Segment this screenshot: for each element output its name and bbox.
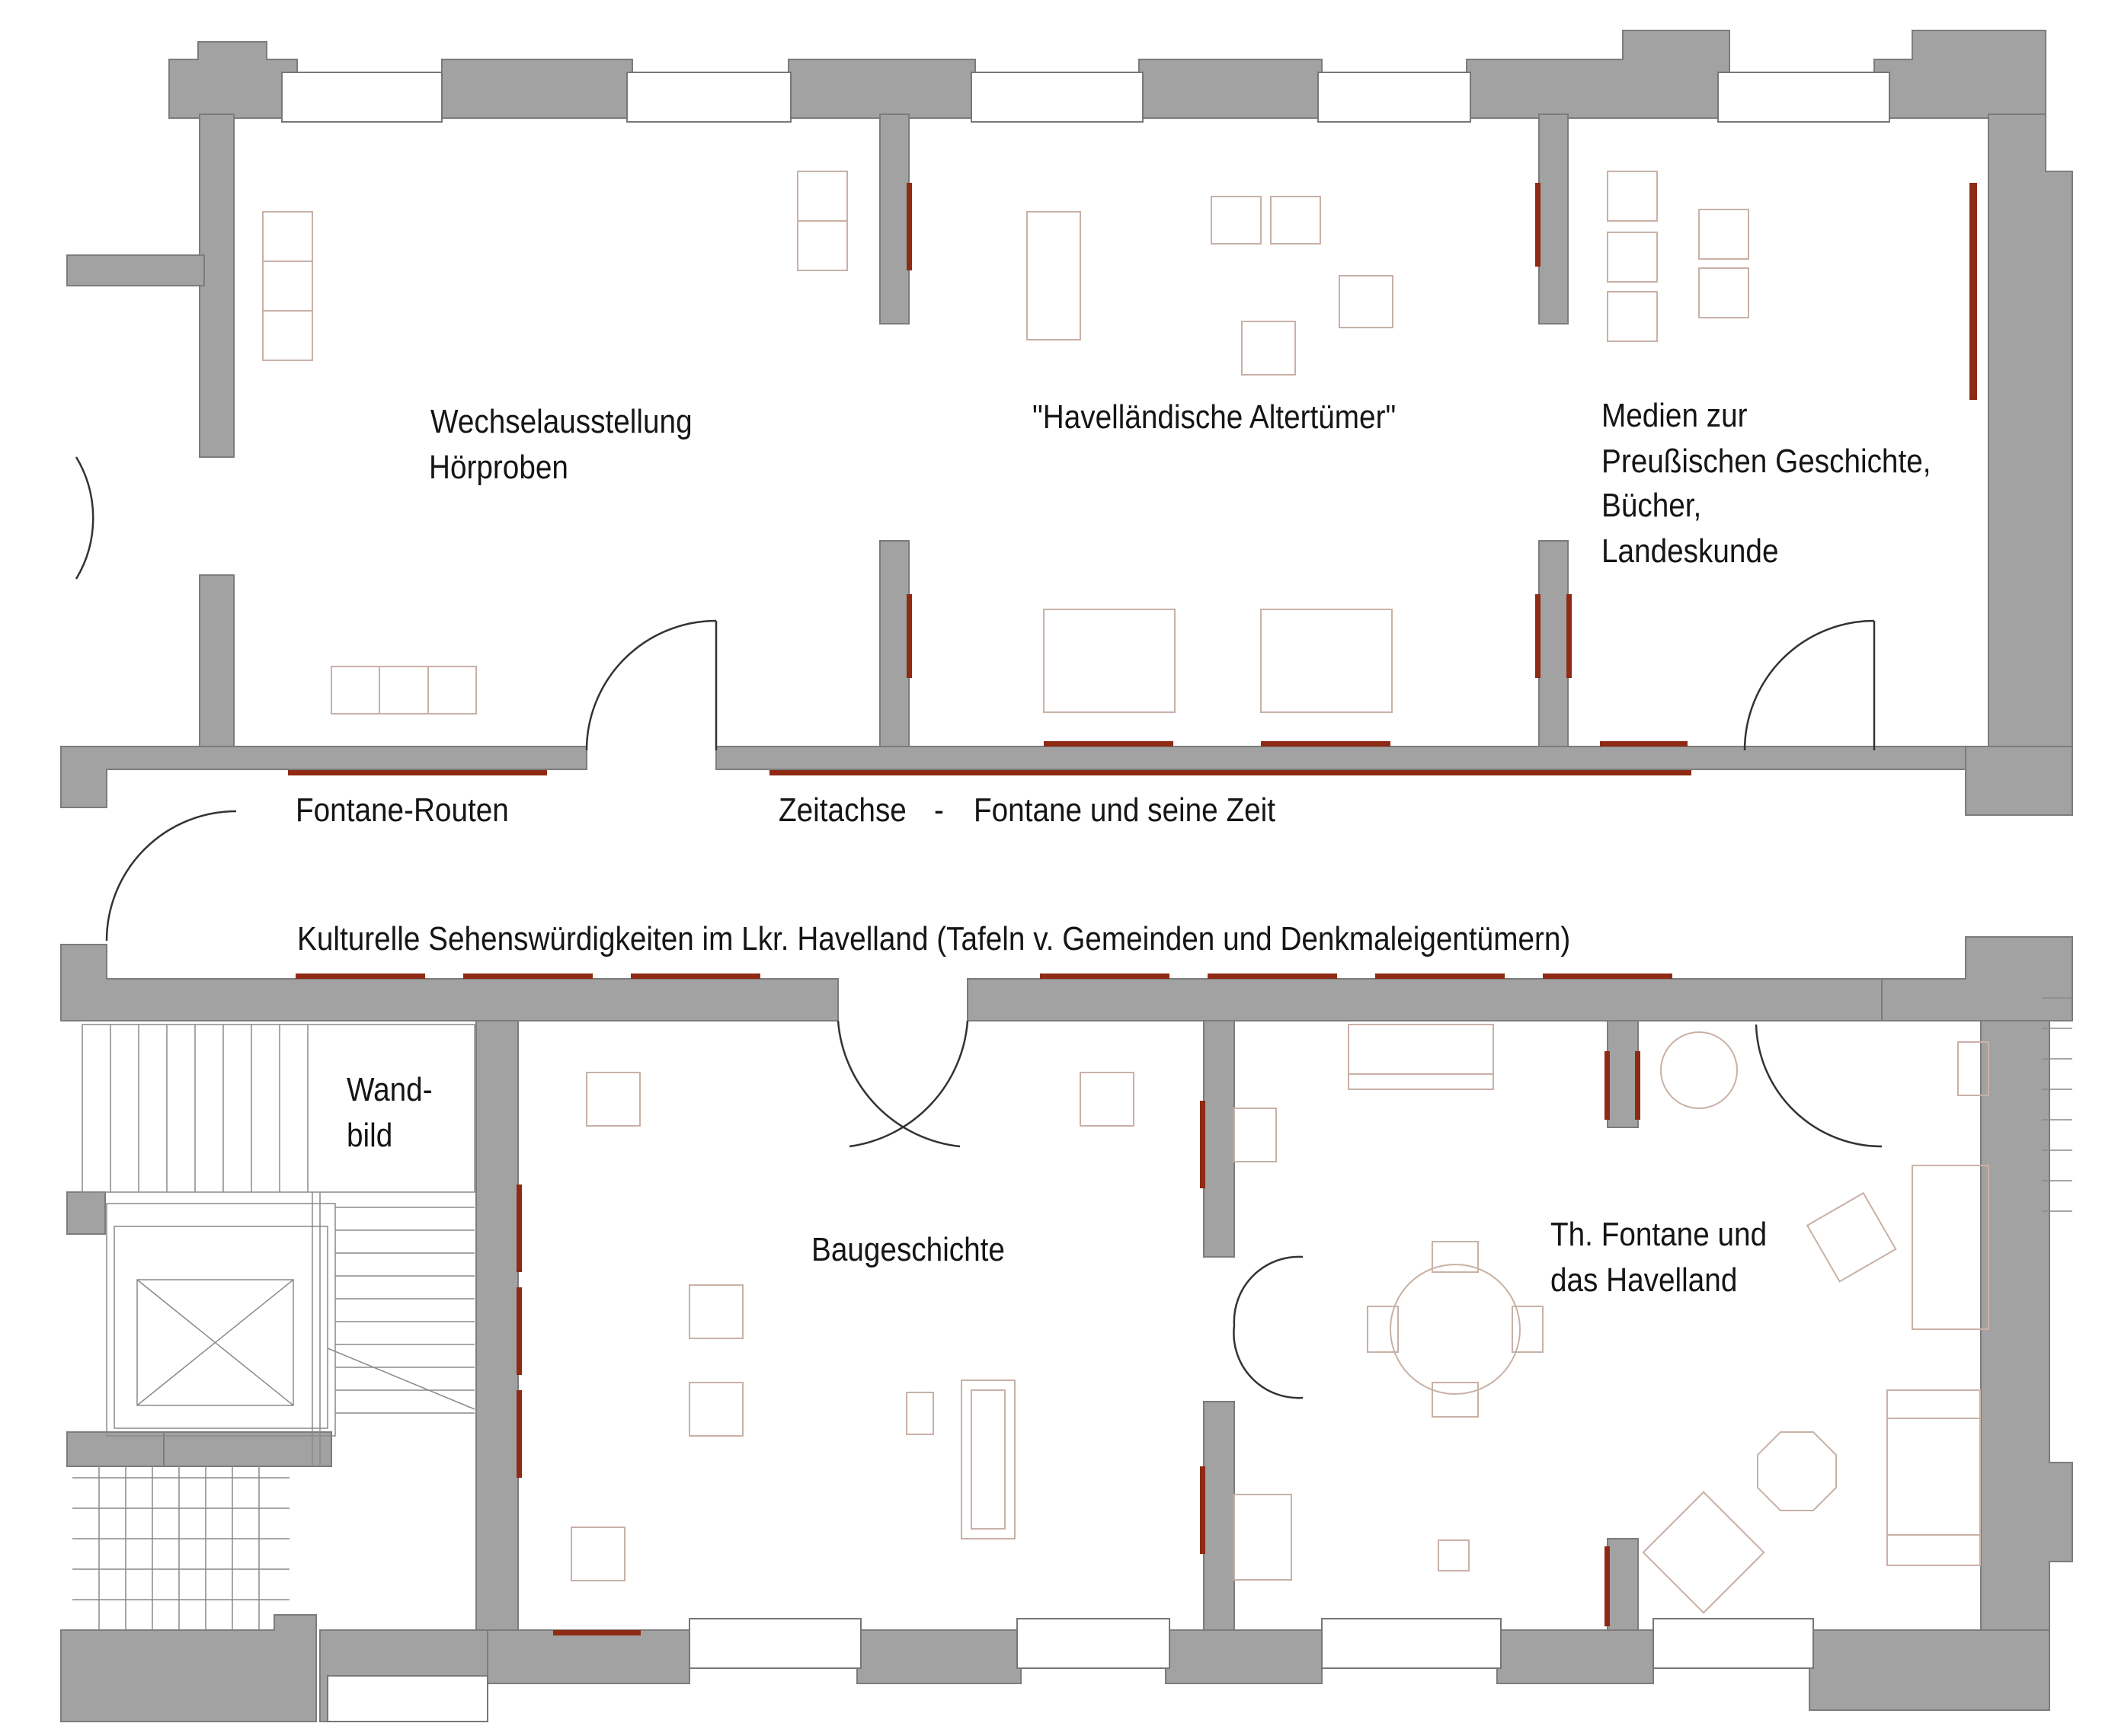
- label-fontane-routen: Fontane-Routen: [296, 791, 509, 829]
- label-havellaendische-altertuemer: "Havelländische Altertümer": [1032, 398, 1396, 436]
- furniture: [262, 171, 1989, 1614]
- exhibit-panels: [288, 183, 1977, 1635]
- room-labels: Wechselausstellung Hörproben "Havelländi…: [296, 396, 1931, 1299]
- label-fontane-und-seine-zeit: Fontane und seine Zeit: [974, 791, 1275, 829]
- label-bild: bild: [347, 1116, 392, 1154]
- windows: [281, 72, 1890, 1722]
- label-wand: Wand-: [347, 1070, 433, 1108]
- label-preussische-geschichte: Preußischen Geschichte,: [1601, 442, 1931, 480]
- label-landeskunde: Landeskunde: [1601, 532, 1779, 570]
- label-zeitachse: Zeitachse: [779, 791, 907, 829]
- label-hoerproben: Hörproben: [429, 448, 568, 486]
- walls: [60, 30, 2073, 1722]
- label-buecher: Bücher,: [1601, 486, 1701, 524]
- door-swings: [75, 456, 1883, 1399]
- label-th-fontane-und: Th. Fontane und: [1550, 1215, 1767, 1253]
- label-das-havelland: das Havelland: [1550, 1261, 1737, 1299]
- label-medien-zur: Medien zur: [1601, 396, 1748, 434]
- staircase: [72, 997, 2072, 1630]
- label-baugeschichte: Baugeschichte: [811, 1230, 1005, 1268]
- label-dash: -: [934, 791, 944, 829]
- label-kulturelle-sehenswuerdigkeiten: Kulturelle Sehenswürdigkeiten im Lkr. Ha…: [297, 919, 1570, 958]
- label-wechselausstellung: Wechselausstellung: [430, 402, 693, 440]
